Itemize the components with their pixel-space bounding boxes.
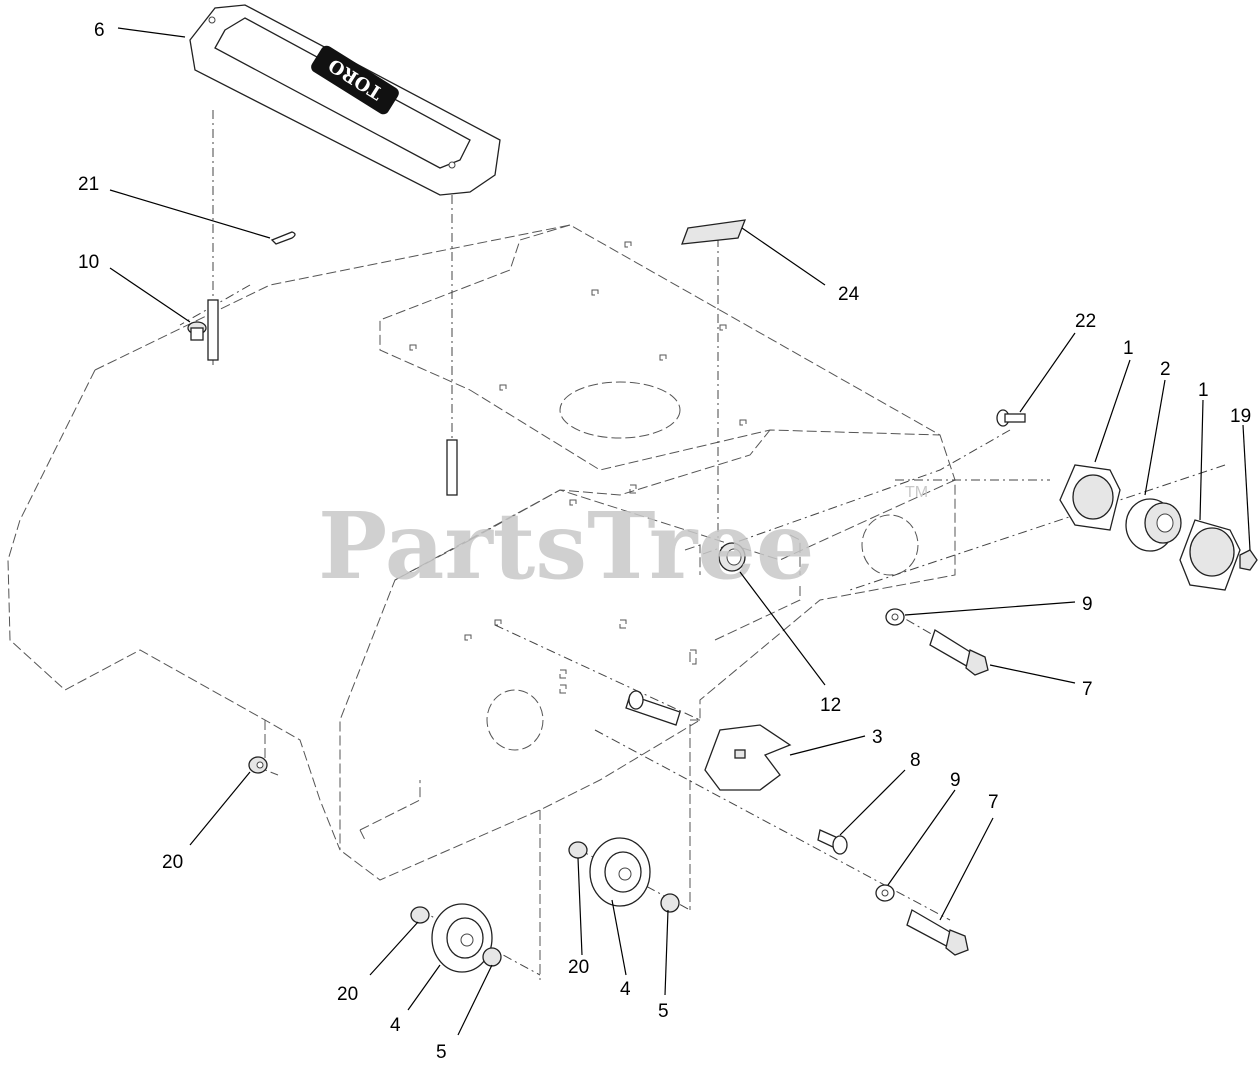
bracket-part <box>704 724 792 791</box>
callout-label: 20 <box>568 957 589 978</box>
bolt-part <box>929 629 989 676</box>
leader-lines <box>109 27 1251 1036</box>
callout-label: 5 <box>658 1001 669 1022</box>
washer-part-lower <box>875 884 895 902</box>
watermark-trademark: TM <box>905 484 928 501</box>
screw-part <box>996 409 1026 427</box>
callout-label: 20 <box>162 852 183 873</box>
callout-label: 24 <box>838 284 860 305</box>
sprocket-assembly-left <box>410 903 502 973</box>
sprocket-assembly-right <box>568 837 680 913</box>
callout-label: 20 <box>337 984 358 1005</box>
shaft-part <box>625 690 681 726</box>
callout-label: 21 <box>78 174 99 195</box>
callout-label: 7 <box>988 792 999 813</box>
callout-label: 4 <box>620 979 631 1000</box>
decal-part <box>681 219 747 245</box>
watermark-text: PartsTree <box>318 492 814 600</box>
hairpin-part <box>270 231 296 245</box>
callout-label: 2 <box>1160 359 1171 380</box>
watermark: PartsTree TM <box>318 484 928 600</box>
bushing-part <box>718 542 746 572</box>
bearing-part <box>1125 498 1182 552</box>
callout-label: 22 <box>1075 311 1096 332</box>
callout-label: 12 <box>820 695 841 716</box>
callout-label: 1 <box>1198 380 1209 401</box>
callout-label: 4 <box>390 1015 401 1036</box>
bearing-flange-left <box>1059 464 1121 531</box>
bolt-part-lower <box>906 909 969 956</box>
stud-pin <box>207 299 219 361</box>
stud-pin <box>446 439 458 496</box>
callout-label: 1 <box>1123 338 1134 359</box>
callout-label: 7 <box>1082 679 1093 700</box>
callout-labels: 6 21 10 24 22 1 2 1 19 9 7 12 3 8 9 7 20… <box>78 20 1251 1063</box>
clevis-pin-part <box>817 829 848 855</box>
callout-label: 10 <box>78 252 99 273</box>
callout-label: 9 <box>950 770 961 791</box>
bearing-flange-right <box>1179 519 1241 591</box>
nut-part <box>1239 549 1258 571</box>
frame-bushing-part <box>248 756 268 774</box>
callout-label: 5 <box>436 1042 447 1063</box>
cover-plate-part: TORO <box>189 4 501 196</box>
callout-label: 19 <box>1230 406 1251 427</box>
frame-outline <box>7 224 956 980</box>
callout-label: 9 <box>1082 594 1093 615</box>
callout-label: 3 <box>872 727 883 748</box>
washer-part <box>885 608 905 626</box>
plug-part <box>187 321 207 341</box>
callout-label: 6 <box>94 20 105 41</box>
callout-label: 8 <box>910 750 921 771</box>
